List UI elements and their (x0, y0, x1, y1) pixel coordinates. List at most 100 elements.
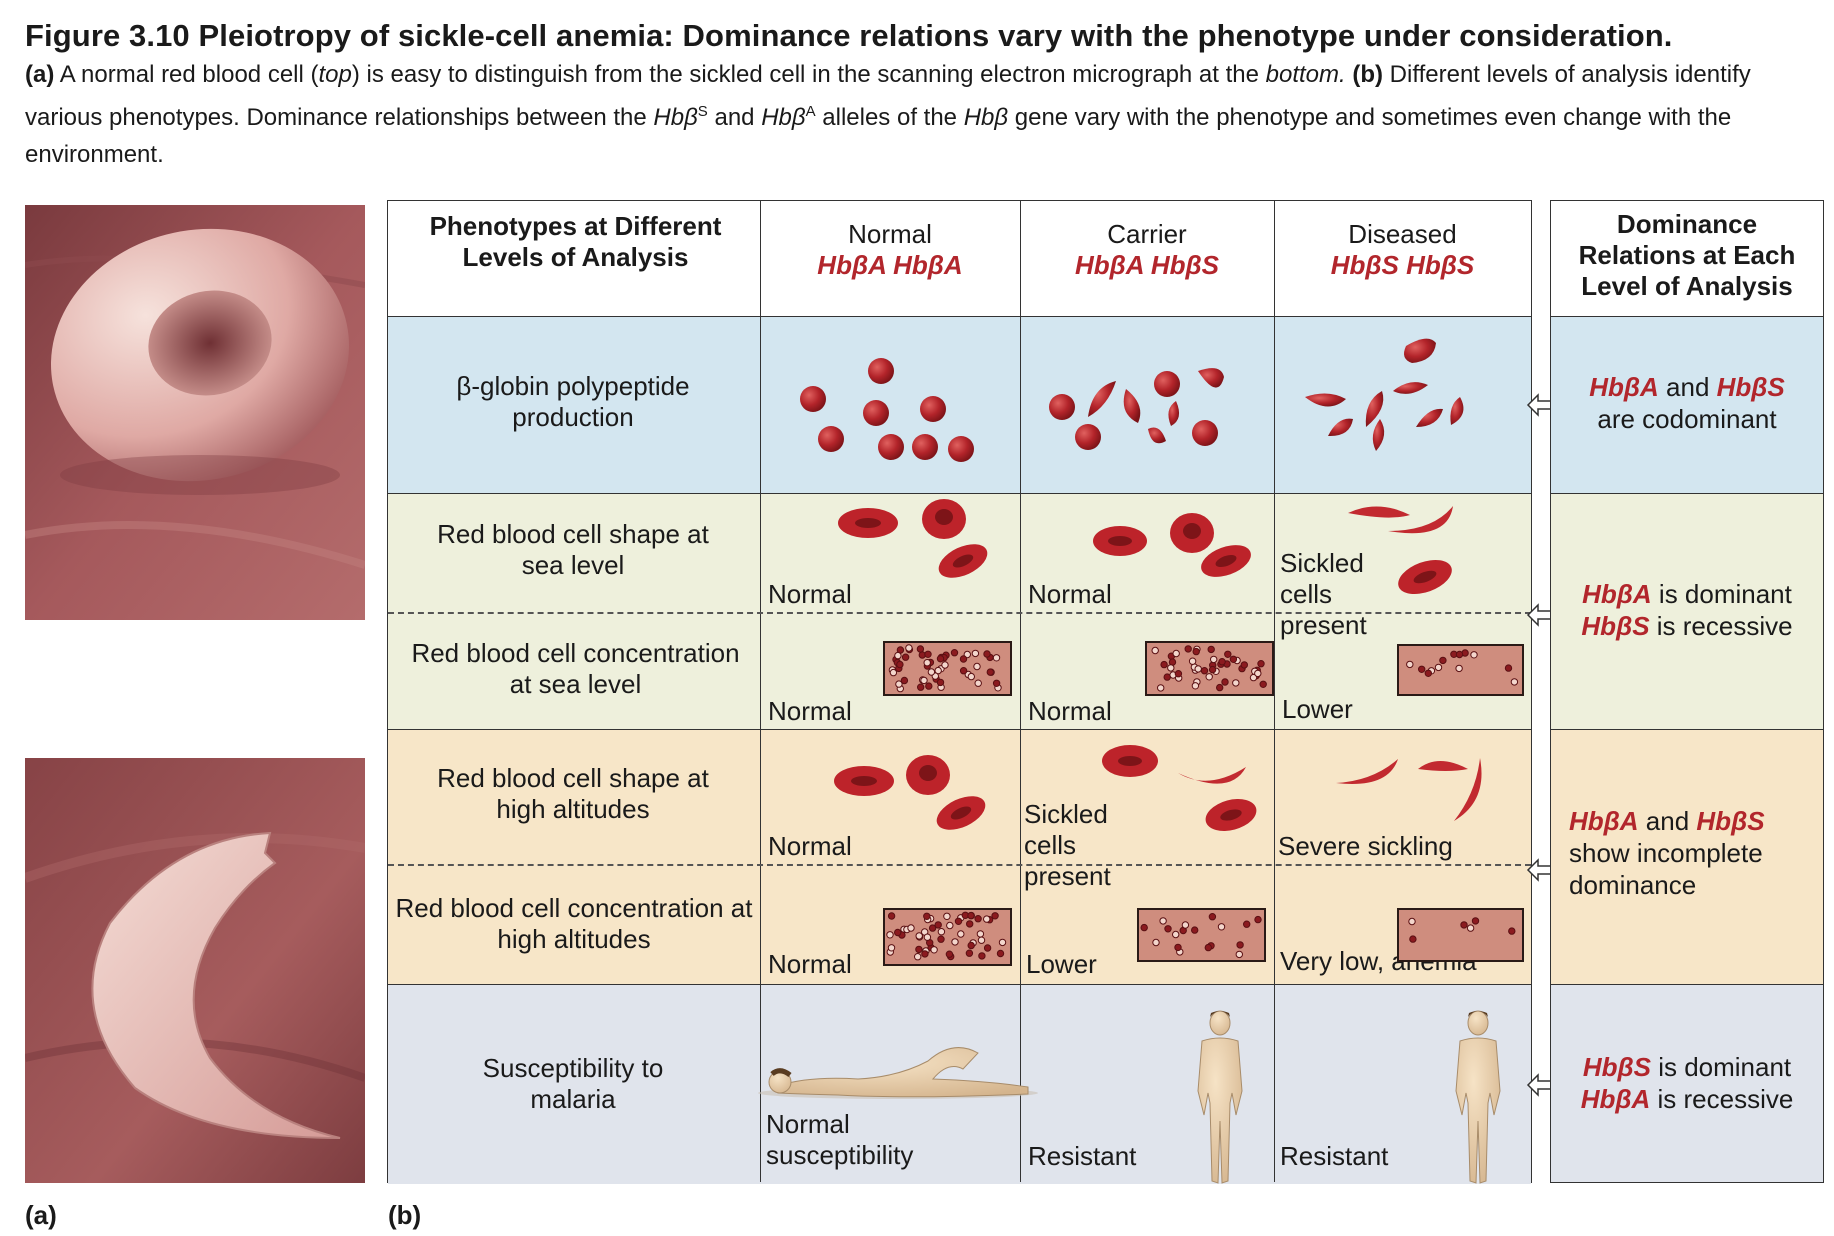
rbc-dot (991, 912, 999, 920)
header-diseased-title: Diseased (1348, 219, 1457, 249)
rbc-dot (1257, 660, 1265, 668)
allele-label: HbβA (1569, 806, 1639, 836)
normal-rbc-sea (838, 499, 988, 578)
grid-line (388, 729, 1531, 730)
dominance-text: and (1638, 806, 1697, 836)
legend-text: A normal red blood cell ( (54, 61, 319, 88)
rbc-dot (1210, 655, 1218, 664)
rbc-dot (920, 676, 928, 685)
rbc-dot (983, 650, 991, 658)
rbc-dot (943, 912, 951, 920)
figure-legend: (a) A normal red blood cell (top) is eas… (25, 56, 1815, 173)
legend-allele-sup: S (697, 103, 708, 120)
rbc-dot (887, 912, 896, 920)
rbc-dot (1471, 917, 1480, 925)
rbc-dot (1455, 650, 1464, 659)
rbc-dot (1466, 924, 1475, 932)
row-label-malaria: Susceptibility to malaria (482, 1053, 664, 1114)
rbc-dot (914, 953, 922, 961)
rbc-dot (998, 938, 1007, 947)
legend-text: alleles of the (815, 104, 964, 131)
grid-line (1551, 316, 1823, 317)
rbc-dot (1508, 927, 1516, 935)
phenotype-table: Phenotypes at Different Levels of Analys… (387, 200, 1532, 1184)
connector-arrows (1526, 200, 1553, 1140)
row-label-conc-sea: Red blood cell concentration at sea leve… (411, 638, 740, 699)
figure-title: Figure 3.10 Pleiotropy of sickle-cell an… (25, 18, 1673, 53)
rbc-dot (973, 662, 981, 671)
legend-text: ) is easy to distinguish from the sickle… (351, 61, 1266, 88)
mutant-globin-molecules (1305, 338, 1464, 451)
rbc-dot (916, 645, 925, 653)
rbc-dot (983, 915, 991, 923)
rbc-dot (924, 650, 932, 658)
conc-box-diseased-high (1397, 908, 1524, 962)
dom-band-3 (1551, 729, 1823, 984)
rbc-dot (954, 917, 963, 925)
rbc-dot (1418, 665, 1426, 673)
rbc-dot (976, 930, 985, 938)
allele-label: HbβS (1716, 372, 1785, 402)
rbc-dot (927, 668, 936, 676)
row-label-protein: β-globin polypeptide production (456, 371, 690, 432)
diseased-rbc-high (1336, 758, 1482, 821)
rbc-dot (889, 668, 898, 677)
cell-conc-sea-carrier: Normal (1028, 696, 1112, 726)
rbc-dot (917, 683, 925, 691)
dominance-text: show incomplete (1569, 838, 1763, 868)
rbc-dot (894, 651, 902, 660)
normal-cell-micrograph (25, 205, 365, 620)
rbc-dot (1181, 921, 1190, 929)
rbc-dot (1217, 923, 1226, 931)
rbc-dot (896, 660, 904, 669)
rbc-dot (971, 649, 980, 658)
panel-a-label: (a) (25, 1200, 57, 1230)
rbc-dot (1191, 926, 1199, 934)
band-protein (388, 316, 1531, 493)
row-label-conc-high: Red blood cell concentration at high alt… (395, 893, 753, 954)
dominance-text: dominance (1569, 870, 1697, 900)
dom-band-1 (1551, 316, 1823, 493)
rbc-dot (928, 924, 937, 932)
legend-allele: Hbβ (653, 104, 698, 131)
rbc-concentration-boxes (883, 641, 1524, 966)
sickled-cell-micrograph (25, 758, 365, 1183)
rbc-dot (1172, 649, 1180, 658)
rbc-dot (1174, 670, 1183, 678)
rbc-dot (959, 667, 968, 675)
rbc-dot (923, 912, 931, 920)
rbc-dot (1159, 917, 1167, 925)
rbc-dot (967, 911, 975, 920)
rbc-dot (934, 666, 942, 675)
cell-shape-high-carrier: Sickled cells present (1024, 799, 1111, 891)
allele-label: HbβA (1580, 1084, 1651, 1114)
legend-text-bottom: bottom. (1265, 61, 1346, 88)
rbc-dot (930, 946, 938, 954)
rbc-dot (986, 668, 994, 676)
cell-conc-high-carrier: Lower (1026, 949, 1097, 979)
dominance-text: is recessive (1650, 1084, 1794, 1114)
rbc-dot (1208, 913, 1217, 921)
diseased-rbc-sea (1348, 506, 1453, 595)
rbc-dot (1243, 920, 1251, 928)
rbc-dot (1200, 667, 1209, 675)
rbc-dot (1208, 665, 1217, 674)
dominance-text: is dominant (1650, 1052, 1792, 1082)
rbc-dot (1157, 684, 1165, 692)
dominance-s-dominant: HbβS is dominant HbβA is recessive (1551, 1051, 1823, 1115)
reclining-person (758, 1047, 1038, 1099)
header-carrier-title: Carrier (1107, 219, 1187, 249)
rbc-dot (907, 924, 915, 932)
rbc-dot (1205, 673, 1213, 681)
rbc-dot (921, 950, 929, 958)
rbc-dot (951, 938, 959, 946)
dashed-divider (388, 864, 1531, 866)
rbc-dot (957, 930, 965, 938)
legend-allele: Hbβ (761, 104, 806, 131)
rbc-dot (923, 659, 931, 667)
cell-conc-sea-normal: Normal (768, 696, 852, 726)
rbc-dot (1236, 941, 1244, 949)
rbc-dot (894, 928, 902, 937)
grid-line (1551, 984, 1823, 985)
rbc-dot (1160, 660, 1168, 669)
